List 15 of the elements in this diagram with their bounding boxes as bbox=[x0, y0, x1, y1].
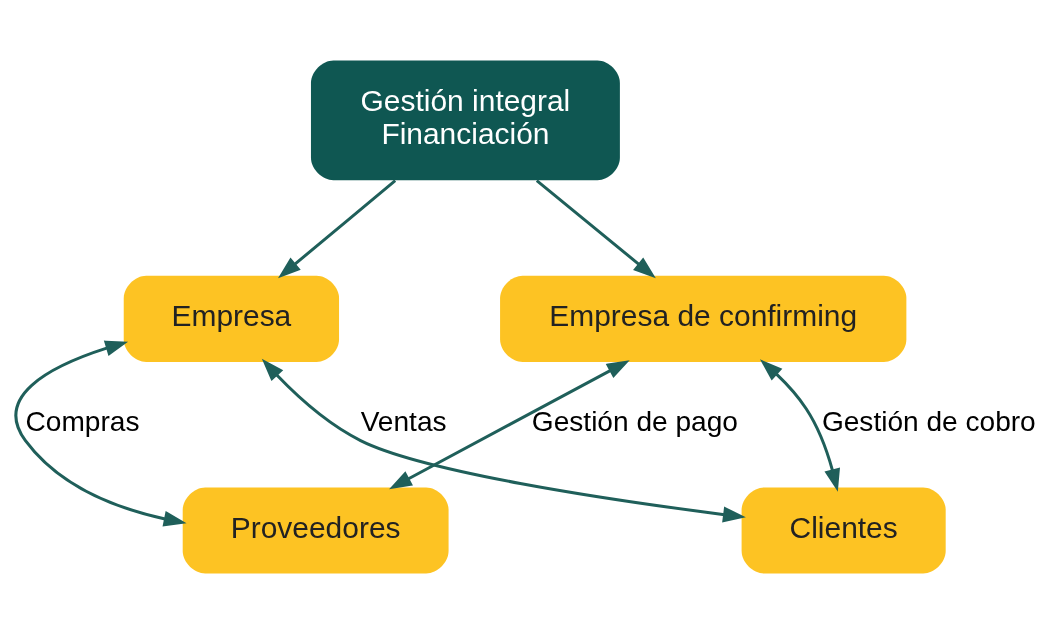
node-box: Gestión integral Financiación bbox=[310, 60, 620, 180]
arrow bbox=[535, 179, 656, 278]
arrow bbox=[14, 340, 187, 527]
edge-label: Gestión de cobro bbox=[821, 405, 1036, 437]
arrow bbox=[261, 358, 746, 522]
node-box: Empresa bbox=[123, 275, 340, 362]
arrow bbox=[759, 358, 841, 492]
edge-label: Compras bbox=[25, 405, 140, 437]
node-box: Empresa de confirming bbox=[500, 275, 907, 362]
arrow bbox=[278, 179, 397, 278]
edge-label: Gestión de pago bbox=[531, 405, 738, 437]
node-box: Clientes bbox=[741, 486, 946, 573]
arrow bbox=[389, 359, 630, 489]
node-box: Proveedores bbox=[182, 486, 449, 573]
edge-label: Ventas bbox=[360, 405, 447, 437]
